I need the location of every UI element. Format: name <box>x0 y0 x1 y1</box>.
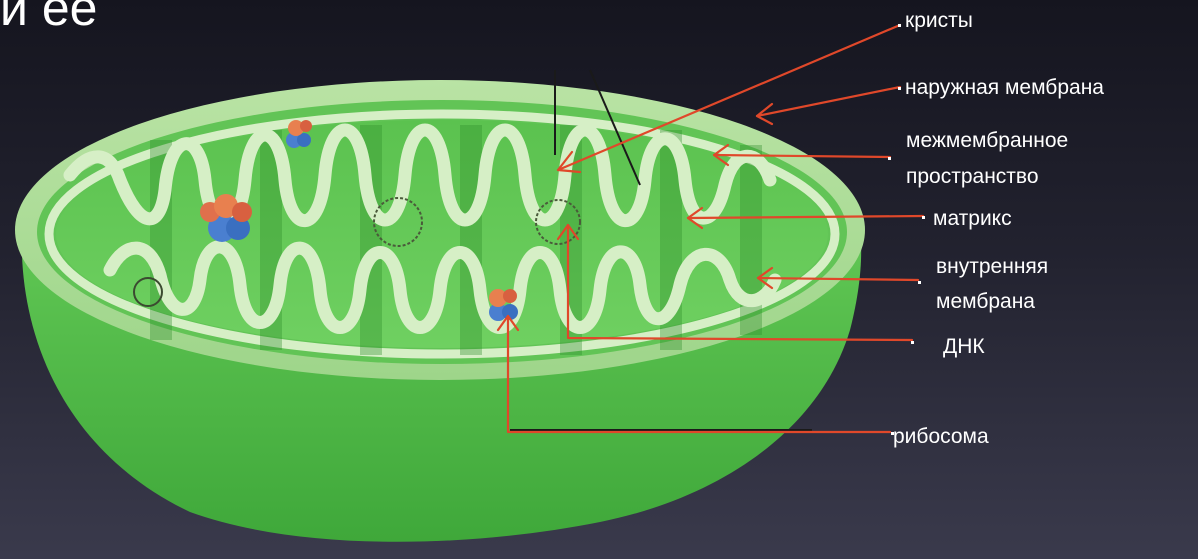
label-cristae: кристы <box>905 8 973 34</box>
label-intermembrane-line1: межмембранное <box>906 128 1068 154</box>
ribosome-3 <box>489 289 518 321</box>
label-dot-dna <box>911 341 914 344</box>
label-inner-membrane-line1: внутренняя <box>936 254 1048 280</box>
label-matrix: матрикс <box>933 206 1012 232</box>
label-inner-membrane-line2: мембрана <box>936 289 1035 315</box>
label-dot-intermembrane <box>888 157 891 160</box>
label-dot-matrix <box>922 216 925 219</box>
label-outer-membrane: наружная мембрана <box>905 75 1104 101</box>
label-dot-cristae <box>898 24 901 27</box>
label-dot-inner-membrane <box>918 281 921 284</box>
label-dot-outer-membrane <box>898 87 901 90</box>
label-ribosome: рибосома <box>893 424 989 450</box>
label-intermembrane-line2: пространство <box>906 164 1039 190</box>
label-dna: ДНК <box>943 334 985 360</box>
